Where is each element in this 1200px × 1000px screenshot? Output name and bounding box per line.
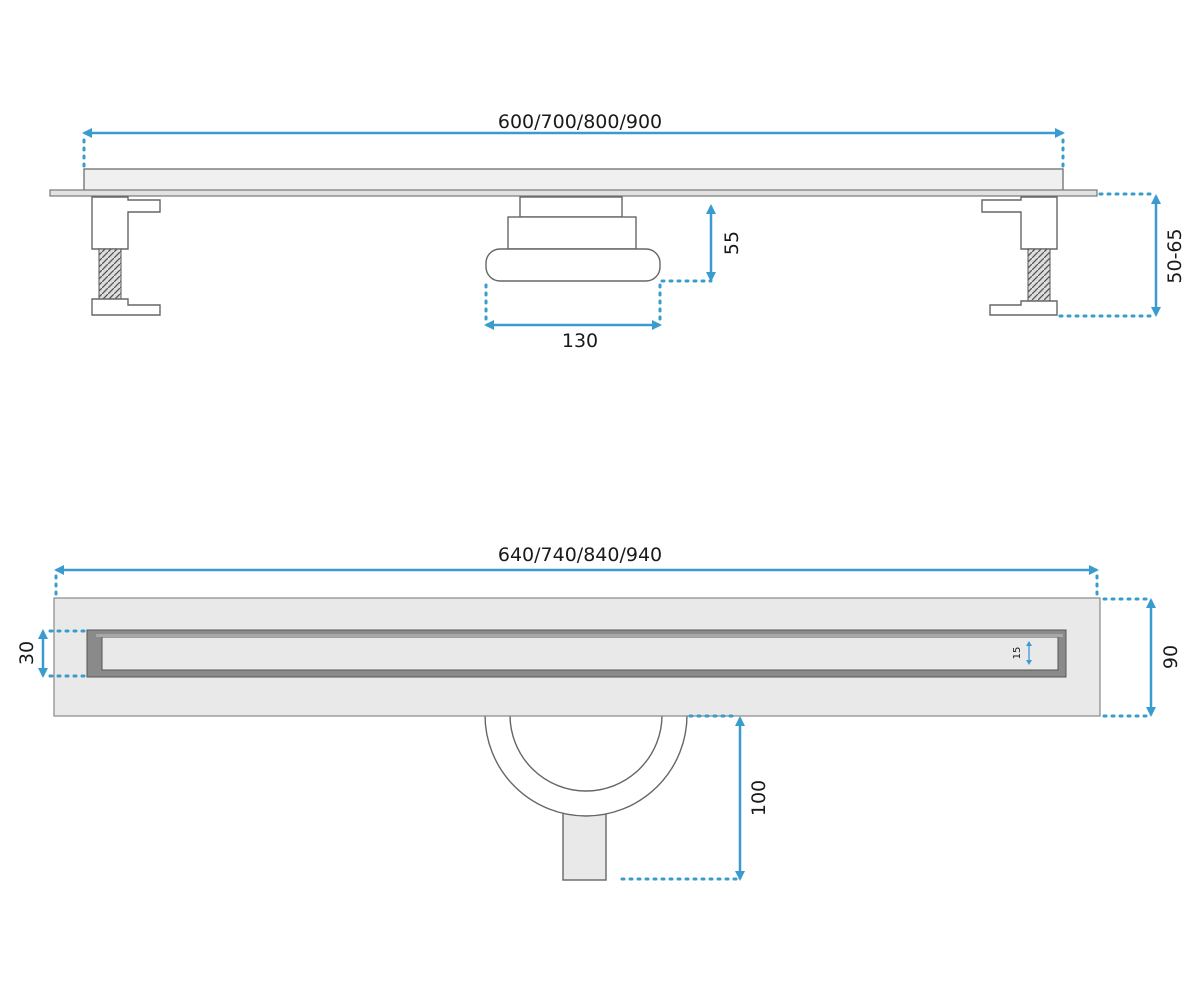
side-view: 600/700/800/900 55 130 50-65 [49,111,1186,352]
grate-insert [101,636,1059,671]
grate-gap-label: 15 [1012,647,1023,660]
outlet-depth-label: 100 [748,780,770,816]
top-view: 640/740/840/940 30 15 90 100 [16,544,1182,881]
right-leveling-foot [981,196,1058,316]
total-width-label: 90 [1160,645,1182,669]
top-outlet [484,714,688,881]
channel-flange [49,189,1098,197]
left-leveling-foot [91,196,161,316]
outlet-height-label: 55 [721,231,743,255]
top-length-label: 640/740/840/940 [498,544,662,566]
slot-width-label: 30 [16,641,38,665]
outlet-siphon [485,196,661,282]
outlet-width-label: 130 [562,330,598,352]
adjustable-height-label: 50-65 [1164,228,1186,283]
length-label: 600/700/800/900 [498,111,662,133]
